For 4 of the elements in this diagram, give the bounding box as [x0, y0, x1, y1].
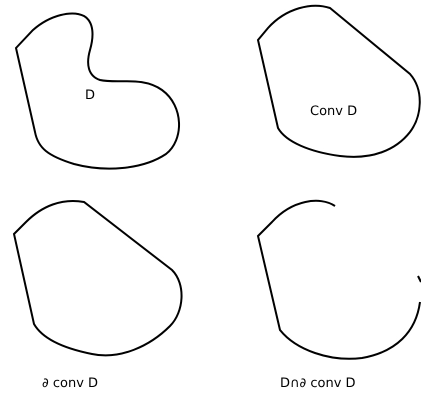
curve-label: ∂ conv D — [42, 376, 98, 391]
curve-label: D∩∂ conv D — [280, 376, 356, 391]
region-label: Conv D — [310, 104, 358, 119]
region-label: D — [85, 88, 96, 103]
